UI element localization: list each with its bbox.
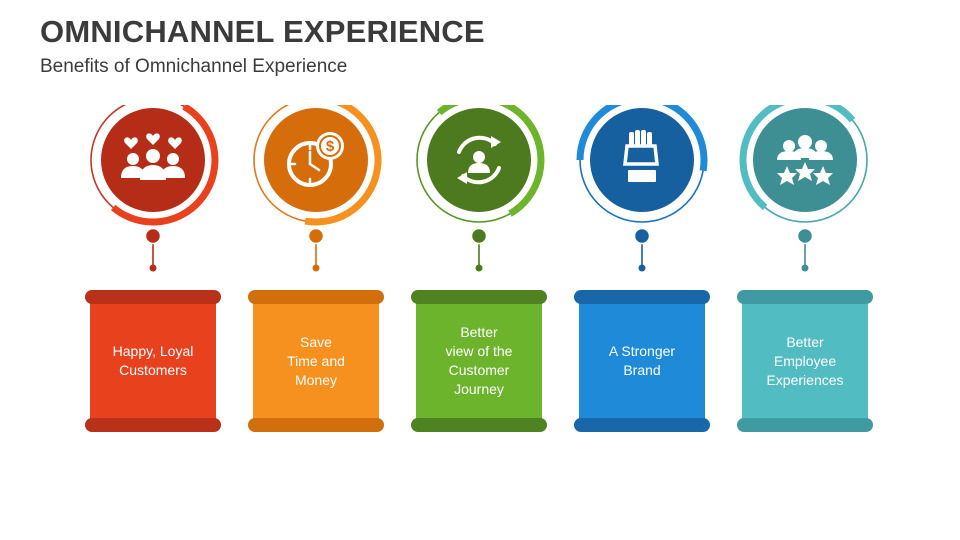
benefit-label: Happy, Loyal Customers — [112, 343, 194, 378]
connector-end-dot — [801, 264, 809, 272]
benefit-card: Better Employee Experiences — [737, 290, 873, 432]
page-title: OMNICHANNEL EXPERIENCE — [40, 14, 485, 49]
card-panel: Save Time and Money — [253, 296, 379, 426]
accent-arc — [576, 105, 708, 172]
medallion-circle — [264, 108, 368, 212]
benefit-card: Save Time and Money — [248, 290, 384, 432]
benefit-medallion — [739, 105, 868, 272]
benefit-label: A Stronger Brand — [608, 343, 676, 378]
benefit-card: Happy, Loyal Customers — [85, 290, 221, 432]
card-top-roll — [411, 290, 547, 304]
medallion-circle — [590, 108, 694, 212]
medallion-circle — [753, 108, 857, 212]
connector-end-dot — [312, 264, 320, 272]
benefit-item: $ Save Time and Money — [246, 105, 386, 435]
card-bottom-roll — [574, 418, 710, 432]
card-bottom-roll — [248, 418, 384, 432]
customer-journey-icon — [457, 135, 501, 185]
benefit-medallion — [416, 105, 545, 272]
connector-end-dot — [638, 264, 646, 272]
page-subtitle: Benefits of Omnichannel Experience — [40, 56, 348, 77]
benefit-label: Better Employee Experiences — [766, 333, 844, 388]
benefit-medallion — [90, 105, 219, 272]
strong-brand-icon — [623, 130, 659, 182]
connector-dot — [470, 227, 488, 245]
benefit-item: Better Employee Experiences — [735, 105, 875, 435]
connector-dot — [144, 227, 162, 245]
benefit-card: Better view of the Customer Journey — [411, 290, 547, 432]
benefit-item: Happy, Loyal Customers — [83, 105, 223, 435]
card-top-roll — [85, 290, 221, 304]
card-bottom-roll — [737, 418, 873, 432]
accent-arc — [739, 105, 856, 211]
card-bottom-roll — [85, 418, 221, 432]
card-panel: Better Employee Experiences — [742, 296, 868, 426]
time-money-icon: $ — [287, 132, 344, 187]
benefit-item: Better view of the Customer Journey — [409, 105, 549, 435]
accent-arc — [436, 105, 545, 217]
benefit-medallion: $ — [253, 105, 382, 272]
benefit-card: A Stronger Brand — [574, 290, 710, 432]
card-panel: Happy, Loyal Customers — [90, 296, 216, 426]
connector-end-dot — [149, 264, 157, 272]
connector-dot — [796, 227, 814, 245]
card-top-roll — [737, 290, 873, 304]
accent-arc — [304, 105, 382, 226]
connector-end-dot — [475, 264, 483, 272]
happy-customers-icon — [121, 133, 185, 180]
benefit-medallion — [576, 105, 708, 272]
connector-dot — [307, 227, 325, 245]
accent-arc — [110, 105, 219, 226]
card-top-roll — [248, 290, 384, 304]
card-panel: A Stronger Brand — [579, 296, 705, 426]
benefit-label: Better view of the Customer Journey — [445, 324, 513, 397]
svg-text:$: $ — [326, 138, 335, 155]
card-top-roll — [574, 290, 710, 304]
benefit-item: A Stronger Brand — [572, 105, 712, 435]
card-panel: Better view of the Customer Journey — [416, 296, 542, 426]
employee-experience-icon — [777, 135, 833, 185]
benefit-label: Save Time and Money — [287, 333, 345, 388]
card-bottom-roll — [411, 418, 547, 432]
connector-dot — [633, 227, 651, 245]
